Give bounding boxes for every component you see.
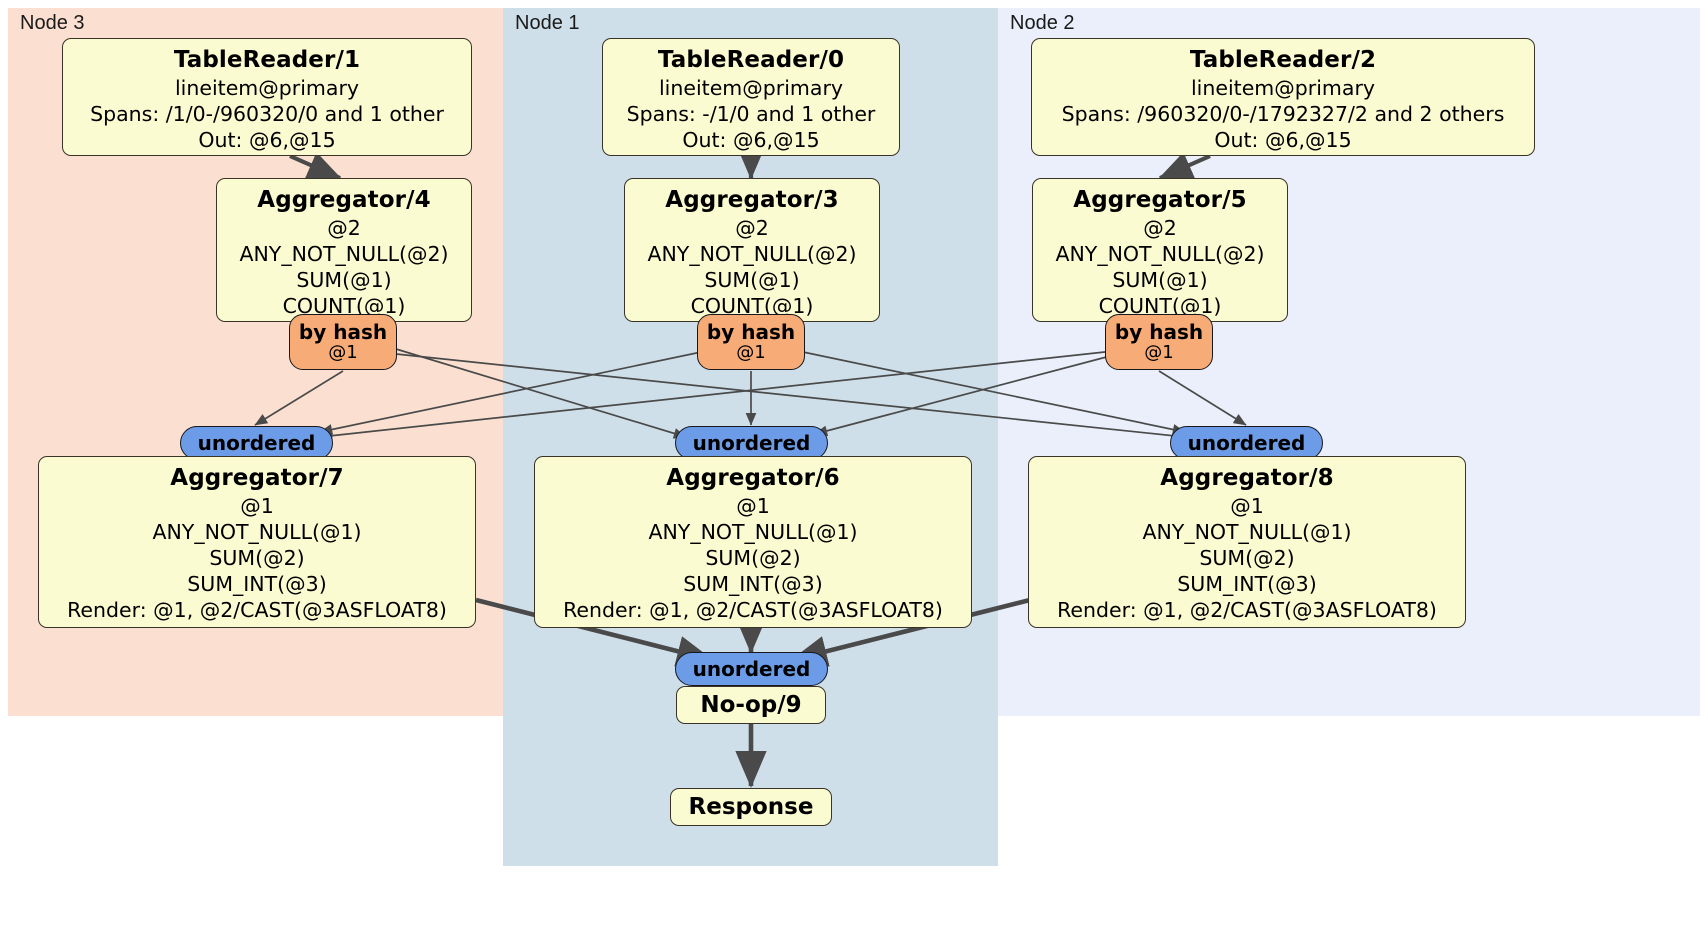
processor-title: Response — [688, 794, 814, 820]
processor-title: Aggregator/7 — [170, 465, 344, 491]
processor-detail: ANY_NOT_NULL(@1) — [648, 520, 858, 544]
input-synchronizer-unordered-left[interactable]: unordered — [180, 426, 333, 460]
processor-detail: lineitem@primary — [1190, 76, 1376, 100]
processor-detail: Spans: /1/0-/960320/0 and 1 other — [90, 102, 444, 126]
synchronizer-label: unordered — [1187, 431, 1306, 455]
processor-detail: Spans: -/1/0 and 1 other — [626, 102, 876, 126]
processor-detail: Out: @6,@15 — [198, 128, 336, 152]
processor-detail: SUM(@1) — [704, 268, 800, 292]
processor-detail: @1 — [736, 494, 770, 518]
processor-box-aggregator-7[interactable]: Aggregator/7 @1 ANY_NOT_NULL(@1) SUM(@2)… — [38, 456, 476, 628]
processor-box-aggregator-4[interactable]: Aggregator/4 @2 ANY_NOT_NULL(@2) SUM(@1)… — [216, 178, 472, 322]
processor-detail: SUM_INT(@3) — [187, 572, 327, 596]
node-panel-label-node1: Node 1 — [515, 12, 580, 34]
processor-detail: @1 — [240, 494, 274, 518]
synchronizer-label: unordered — [692, 431, 811, 455]
processor-box-table-reader-2[interactable]: TableReader/2 lineitem@primary Spans: /9… — [1031, 38, 1535, 156]
processor-detail: SUM_INT(@3) — [683, 572, 823, 596]
processor-detail: Spans: /960320/0-/1792327/2 and 2 others — [1061, 102, 1505, 126]
node-panel-label-node3: Node 3 — [20, 12, 85, 34]
processor-title: Aggregator/3 — [665, 187, 839, 213]
processor-title: Aggregator/8 — [1160, 465, 1334, 491]
node-panel-label-node2: Node 2 — [1010, 12, 1075, 34]
processor-box-aggregator-8[interactable]: Aggregator/8 @1 ANY_NOT_NULL(@1) SUM(@2)… — [1028, 456, 1466, 628]
processor-box-aggregator-3[interactable]: Aggregator/3 @2 ANY_NOT_NULL(@2) SUM(@1)… — [624, 178, 880, 322]
synchronizer-label: unordered — [692, 657, 811, 681]
router-label: by hash — [1114, 320, 1204, 344]
processor-detail: ANY_NOT_NULL(@2) — [647, 242, 857, 266]
processor-detail: Render: @1, @2/CAST(@3ASFLOAT8) — [67, 598, 447, 622]
processor-title: Aggregator/5 — [1073, 187, 1247, 213]
processor-detail: Render: @1, @2/CAST(@3ASFLOAT8) — [563, 598, 943, 622]
output-router-by-hash-center[interactable]: by hash @1 — [697, 314, 805, 370]
processor-title: Aggregator/4 — [257, 187, 431, 213]
router-label: by hash — [706, 320, 796, 344]
processor-detail: lineitem@primary — [174, 76, 360, 100]
processor-title: TableReader/0 — [657, 47, 845, 73]
router-sublabel: @1 — [328, 342, 358, 363]
processor-detail: @2 — [735, 216, 769, 240]
processor-detail: SUM(@2) — [705, 546, 801, 570]
output-router-by-hash-left[interactable]: by hash @1 — [289, 314, 397, 370]
processor-box-table-reader-1[interactable]: TableReader/1 lineitem@primary Spans: /1… — [62, 38, 472, 156]
processor-detail: SUM(@2) — [1199, 546, 1295, 570]
processor-detail: lineitem@primary — [658, 76, 844, 100]
processor-box-response[interactable]: Response — [670, 788, 832, 826]
processor-detail: SUM_INT(@3) — [1177, 572, 1317, 596]
processor-detail: ANY_NOT_NULL(@1) — [1142, 520, 1352, 544]
input-synchronizer-unordered-right[interactable]: unordered — [1170, 426, 1323, 460]
processor-detail: @1 — [1230, 494, 1264, 518]
router-sublabel: @1 — [736, 342, 766, 363]
processor-detail: Out: @6,@15 — [682, 128, 820, 152]
processor-box-aggregator-6[interactable]: Aggregator/6 @1 ANY_NOT_NULL(@1) SUM(@2)… — [534, 456, 972, 628]
processor-title: Aggregator/6 — [666, 465, 840, 491]
input-synchronizer-unordered-center[interactable]: unordered — [675, 426, 828, 460]
processor-box-aggregator-5[interactable]: Aggregator/5 @2 ANY_NOT_NULL(@2) SUM(@1)… — [1032, 178, 1288, 322]
processor-box-table-reader-0[interactable]: TableReader/0 lineitem@primary Spans: -/… — [602, 38, 900, 156]
processor-detail: SUM(@2) — [209, 546, 305, 570]
synchronizer-label: unordered — [197, 431, 316, 455]
output-router-by-hash-right[interactable]: by hash @1 — [1105, 314, 1213, 370]
processor-title: TableReader/2 — [1189, 47, 1377, 73]
processor-detail: @2 — [1143, 216, 1177, 240]
router-label: by hash — [298, 320, 388, 344]
processor-detail: SUM(@1) — [296, 268, 392, 292]
processor-detail: ANY_NOT_NULL(@2) — [1055, 242, 1265, 266]
processor-detail: Render: @1, @2/CAST(@3ASFLOAT8) — [1057, 598, 1437, 622]
processor-detail: Out: @6,@15 — [1214, 128, 1352, 152]
input-synchronizer-unordered-final[interactable]: unordered — [675, 652, 828, 686]
processor-detail: @2 — [327, 216, 361, 240]
processor-detail: ANY_NOT_NULL(@1) — [152, 520, 362, 544]
processor-detail: SUM(@1) — [1112, 268, 1208, 292]
processor-detail: ANY_NOT_NULL(@2) — [239, 242, 449, 266]
processor-title: TableReader/1 — [173, 47, 361, 73]
router-sublabel: @1 — [1144, 342, 1174, 363]
processor-box-no-op-9[interactable]: No-op/9 — [676, 686, 826, 724]
processor-title: No-op/9 — [700, 692, 802, 718]
